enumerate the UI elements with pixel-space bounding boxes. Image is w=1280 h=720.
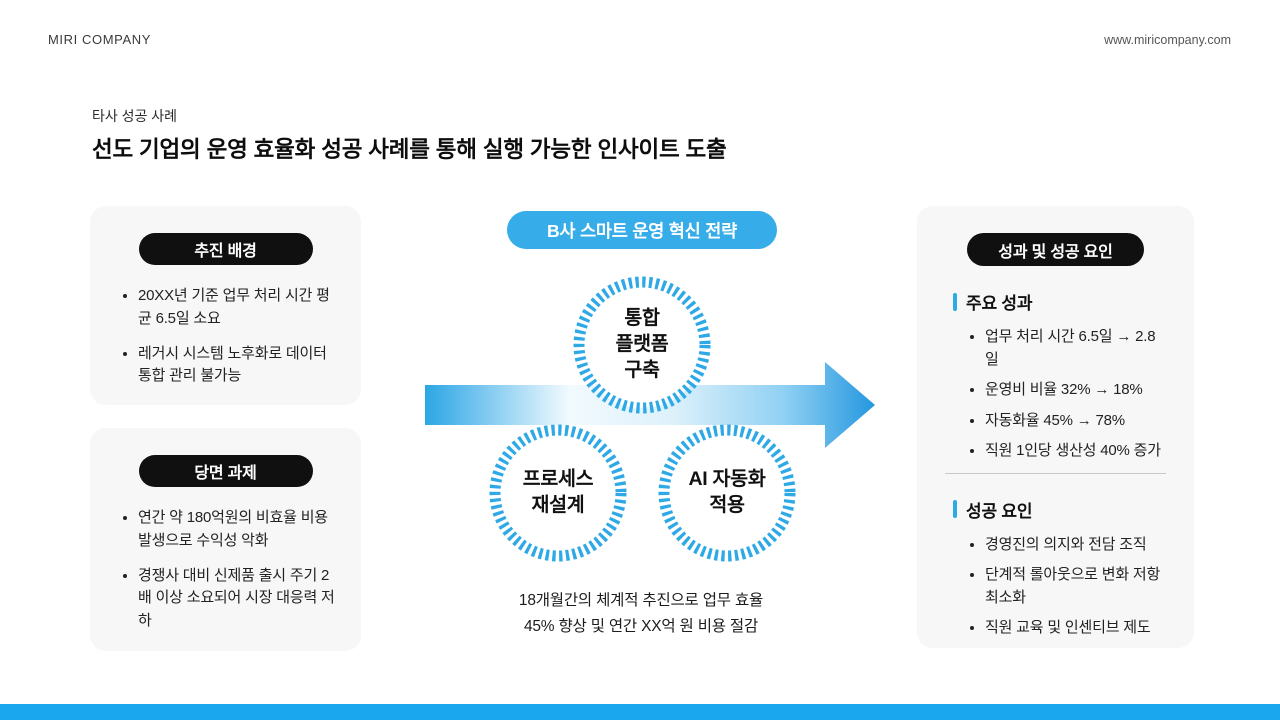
bullet-item: 업무 처리 시간 6.5일 → 2.8일 bbox=[985, 326, 1162, 371]
circle-process-redesign: 프로세스 재설계 bbox=[483, 418, 633, 568]
card-results-pill: 성과 및 성공 요인 bbox=[967, 233, 1144, 266]
section-marker-bar bbox=[953, 500, 957, 518]
background-bullet-list: 20XX년 기준 업무 처리 시간 평균 6.5일 소요 레거시 시스템 노후화… bbox=[90, 285, 361, 388]
challenges-bullet-list: 연간 약 180억원의 비효율 비용 발생으로 수익성 악화 경쟁사 대비 신제… bbox=[90, 507, 361, 633]
section-title: 주요 성과 bbox=[966, 294, 1033, 313]
section-key-results: 주요 성과 업무 처리 시간 6.5일 → 2.8일 운영비 비율 32% → … bbox=[917, 289, 1194, 463]
circle-label: AI 자동화 적용 bbox=[652, 418, 802, 568]
card-background-pill: 추진 배경 bbox=[138, 233, 313, 265]
circle-label-line: AI 자동화 bbox=[688, 468, 766, 491]
section-heading: 주요 성과 bbox=[953, 289, 1174, 314]
circle-integrated-platform: 통합 플랫폼 구축 bbox=[567, 270, 717, 420]
card-results: 성과 및 성공 요인 주요 성과 업무 처리 시간 6.5일 → 2.8일 운영… bbox=[917, 206, 1194, 648]
circle-label-line: 플랫폼 bbox=[615, 333, 669, 356]
bullet-item: 연간 약 180억원의 비효율 비용 발생으로 수익성 악화 bbox=[138, 507, 335, 553]
center-caption: 18개월간의 체계적 추진으로 업무 효율 45% 향상 및 연간 XX억 원 … bbox=[441, 588, 841, 639]
bullet-item: 자동화율 45% → 78% bbox=[985, 410, 1162, 433]
section-heading: 성공 요인 bbox=[953, 497, 1174, 522]
strategy-pill: B사 스마트 운영 혁신 전략 bbox=[507, 211, 777, 249]
card-challenges-pill: 당면 과제 bbox=[138, 455, 313, 487]
bullet-item: 레거시 시스템 노후화로 데이터 통합 관리 불가능 bbox=[138, 343, 335, 389]
circle-ai-automation: AI 자동화 적용 bbox=[652, 418, 802, 568]
caption-line-1: 18개월간의 체계적 추진으로 업무 효율 bbox=[518, 592, 764, 609]
circle-label: 프로세스 재설계 bbox=[483, 418, 633, 568]
section-success-factors: 성공 요인 경영진의 의지와 전담 조직 단계적 롤아웃으로 변화 저항 최소화… bbox=[917, 497, 1194, 640]
circle-label-line: 재설계 bbox=[531, 494, 585, 516]
bullet-item: 운영비 비율 32% → 18% bbox=[985, 379, 1162, 402]
circle-label-line: 구축 bbox=[624, 358, 660, 381]
bottom-accent-bar bbox=[0, 704, 1280, 720]
bullet-item: 20XX년 기준 업무 처리 시간 평균 6.5일 소요 bbox=[138, 285, 335, 331]
bullet-item: 직원 1인당 생산성 40% 증가 bbox=[985, 440, 1162, 463]
eyebrow-label: 타사 성공 사례 bbox=[92, 108, 178, 124]
card-background: 추진 배경 20XX년 기준 업무 처리 시간 평균 6.5일 소요 레거시 시… bbox=[90, 206, 361, 405]
bullet-item: 경쟁사 대비 신제품 출시 주기 2배 이상 소요되어 시장 대응력 저하 bbox=[138, 565, 335, 633]
bullet-item: 경영진의 의지와 전담 조직 bbox=[985, 534, 1162, 557]
bullet-item: 단계적 롤아웃으로 변화 저항 최소화 bbox=[985, 564, 1162, 609]
section-marker-bar bbox=[953, 292, 957, 311]
website-url: www.miricompany.com bbox=[1104, 33, 1231, 47]
dashed-circle-icon bbox=[658, 424, 796, 562]
circle-label-line: 통합 bbox=[624, 307, 660, 330]
dashed-circle-icon bbox=[489, 424, 627, 562]
page-title: 선도 기업의 운영 효율화 성공 사례를 통해 실행 가능한 인사이트 도출 bbox=[92, 137, 727, 162]
section-divider bbox=[945, 472, 1166, 474]
brand-logo-text: MIRI COMPANY bbox=[48, 32, 152, 47]
caption-line-2: 45% 향상 및 연간 XX억 원 비용 절감 bbox=[523, 617, 759, 635]
circle-label: 통합 플랫폼 구축 bbox=[567, 270, 717, 420]
circle-label-line: 적용 bbox=[709, 494, 745, 516]
dashed-circle-icon bbox=[573, 276, 711, 414]
key-results-bullet-list: 업무 처리 시간 6.5일 → 2.8일 운영비 비율 32% → 18% 자동… bbox=[953, 326, 1174, 463]
circle-label-line: 프로세스 bbox=[522, 468, 594, 491]
success-factors-bullet-list: 경영진의 의지와 전담 조직 단계적 롤아웃으로 변화 저항 최소화 직원 교육… bbox=[953, 534, 1174, 640]
section-title: 성공 요인 bbox=[966, 501, 1033, 521]
card-challenges: 당면 과제 연간 약 180억원의 비효율 비용 발생으로 수익성 악화 경쟁사… bbox=[90, 428, 361, 651]
bullet-item: 직원 교육 및 인센티브 제도 bbox=[985, 617, 1162, 640]
